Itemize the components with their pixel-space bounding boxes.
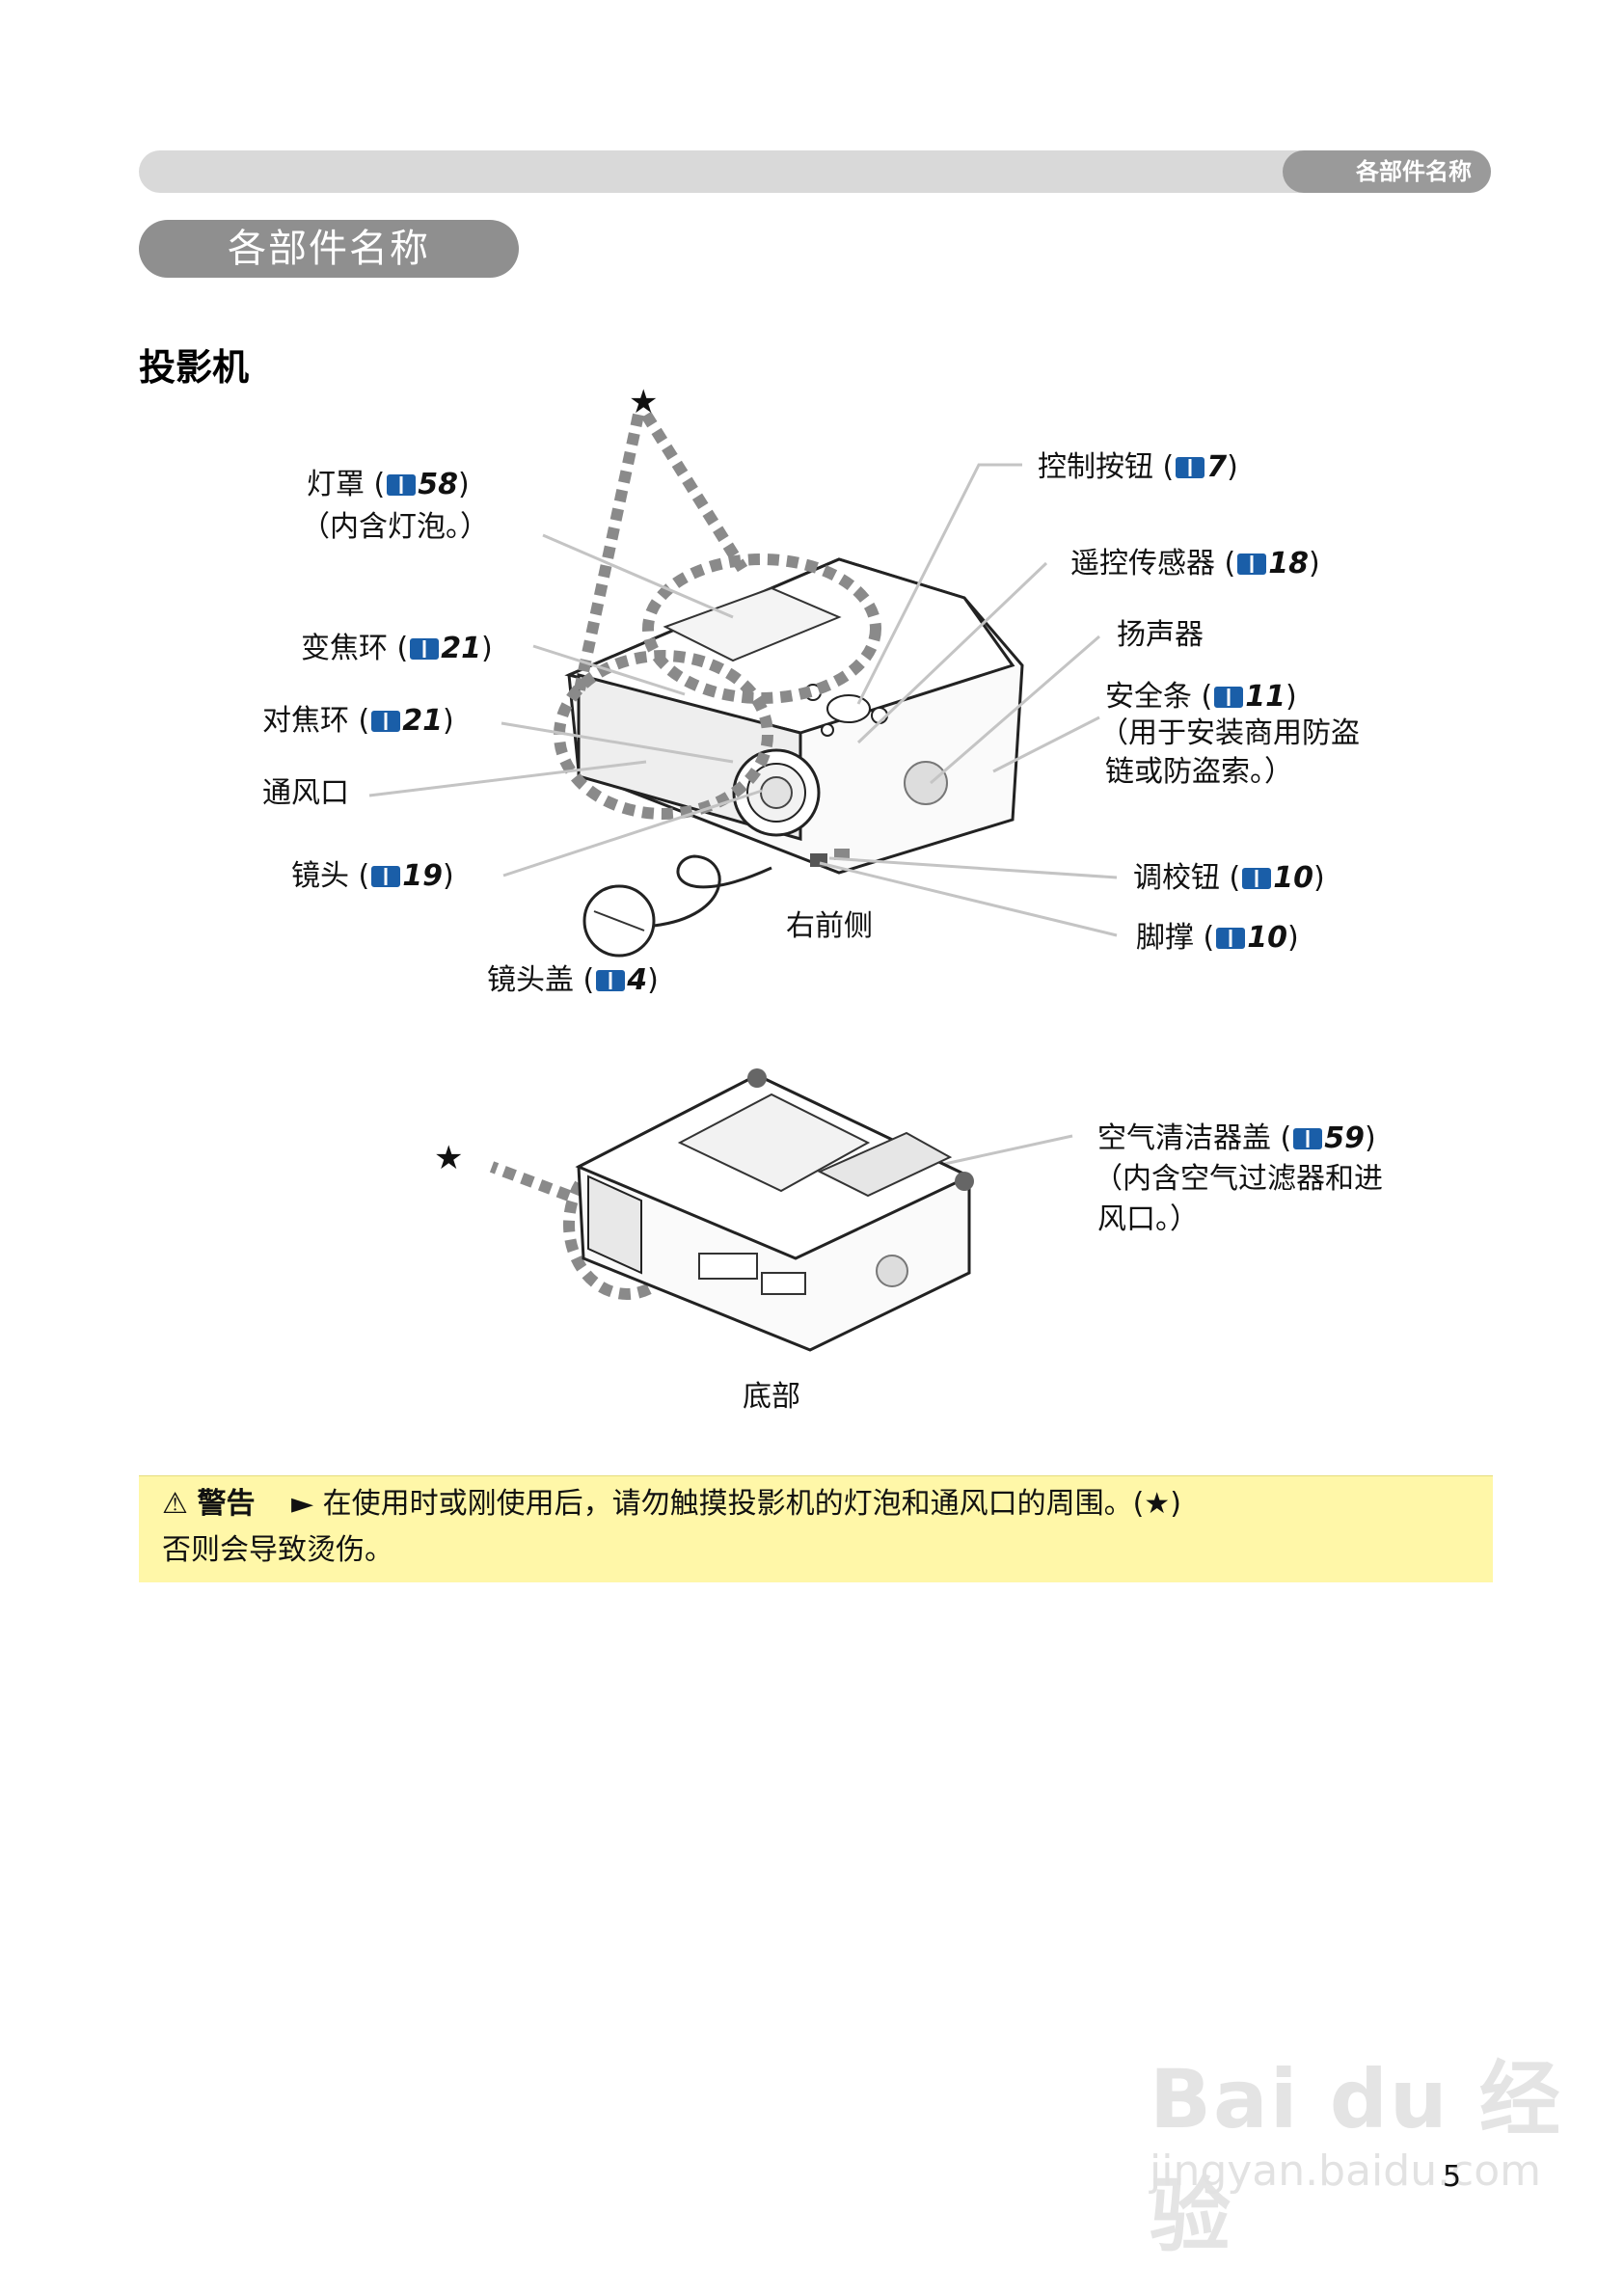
manual-ref-icon [371,866,401,887]
warning-label: 警告 [197,1487,256,1521]
warning-line-2: 否则会导致烫伤。 [162,1533,393,1567]
manual-ref-icon [410,638,440,660]
watermark-site: jingyan.baidu.com [1150,2146,1542,2196]
subheading-projector: 投影机 [139,346,250,389]
label-security-bar: 安全条 (11) [1105,680,1297,714]
section-title: 各部件名称 [228,227,430,271]
svg-text:★: ★ [434,1139,463,1177]
manual-ref-icon [387,474,417,496]
svg-text:★: ★ [629,383,658,421]
running-header-bar [139,150,1491,193]
caption-bottom: 底部 [743,1380,800,1414]
label-lamp-cover: 灯罩 (58) [307,468,470,501]
warning-triangle-icon: ⚠ [162,1487,188,1521]
label-security-bar-note2: 链或防盗索。） [1105,755,1293,789]
watermark-logo: Bai du 经验 [1150,2052,1562,2263]
projector-diagram: ★ ★ [368,383,1118,1352]
manual-ref-icon [1293,1128,1323,1149]
manual-ref-icon [596,970,626,991]
label-lens: 镜头 (19) [291,859,454,893]
caption-front-right: 右前侧 [786,909,873,943]
star-icon: ★ ★ [434,383,658,1177]
running-header-tab [1283,150,1491,193]
manual-ref-icon [1242,868,1272,889]
label-air-filter-note2: 风口。） [1097,1202,1199,1236]
label-remote-sensor: 遥控传感器 (18) [1070,547,1320,580]
label-lens-cap: 镜头盖 (4) [487,963,659,997]
label-control-buttons: 控制按钮 (7) [1038,450,1238,484]
label-adjuster-button: 调校钮 (10) [1133,861,1325,895]
label-vent: 通风口 [262,776,349,810]
label-speaker: 扬声器 [1117,618,1204,652]
projector-bottom-illustration [575,1068,974,1352]
warning-box [139,1475,1493,1582]
label-foot: 脚撑 (10) [1136,921,1299,955]
running-header-title: 各部件名称 [1356,158,1472,185]
section-title-pill [139,220,519,278]
manual-ref-icon [1214,687,1244,708]
manual-ref-icon [371,711,401,732]
manual-ref-icon [1237,554,1267,575]
label-zoom-ring: 变焦环 (21) [301,632,493,665]
warning-text: ► 在使用时或刚使用后，请勿触摸投影机的灯泡和通风口的周围。(★) [291,1487,1181,1521]
label-security-bar-note1: （用于安装商用防盗 [1099,716,1360,750]
label-air-filter-cover: 空气清洁器盖 (59) [1097,1121,1376,1155]
page-number: 5 [1443,2160,1462,2194]
label-air-filter-note1: （内含空气过滤器和进 [1094,1162,1383,1196]
manual-ref-icon [1216,928,1246,949]
manual-ref-icon [1176,457,1205,478]
warning-line-1: ⚠ 警告 ► 在使用时或刚使用后，请勿触摸投影机的灯泡和通风口的周围。(★) [162,1483,1181,1526]
label-lamp-cover-note: （内含灯泡。） [301,510,489,544]
label-focus-ring: 对焦环 (21) [262,704,454,738]
